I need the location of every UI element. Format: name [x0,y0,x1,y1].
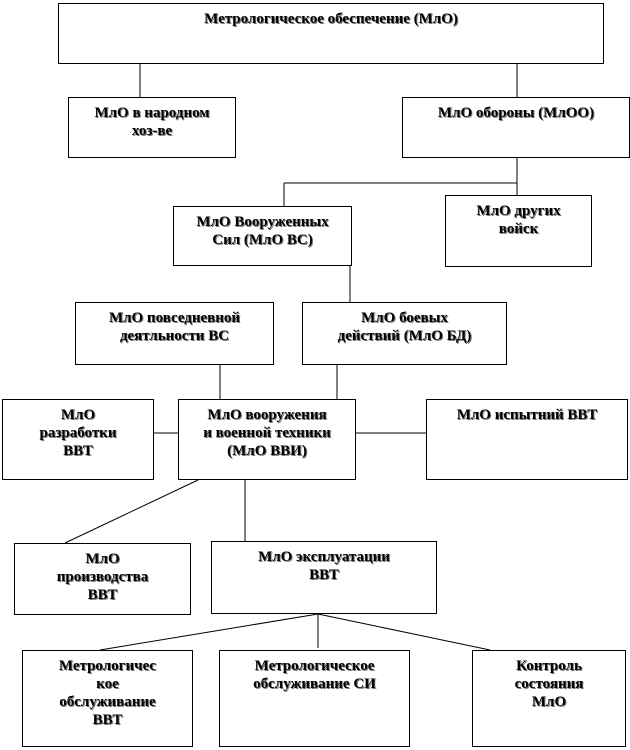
operation-box: МлО эксплуатации ВВТ [211,541,437,614]
production-label: МлО производства ВВТ [56,551,149,603]
armed-forces-box: МлО Вооруженных Сил (МлО ВС) [173,206,352,266]
national-economy-box: МлО в народном хоз-ве [68,97,236,158]
control-label: Контроль состояния МлО [514,658,584,710]
national-economy-label: МлО в народном хоз-ве [94,105,210,139]
combat-label: МлО боевых действий (МлО БД) [337,310,472,344]
testing-box: МлО испытний ВВТ [426,399,628,480]
root-box: Метрологическое обеспечение (МлО) [58,3,604,64]
other-troops-box: МлО других войск [445,195,592,267]
daily-activity-box: МлО повседневной деятльности ВС [75,302,274,365]
weapons-box: МлО вооружения и военной техники (МлО ВВ… [178,399,356,480]
service-si-label: Метрологическое обслуживание СИ [253,658,376,692]
combat-box: МлО боевых действий (МлО БД) [302,302,507,365]
defense-label: МлО обороны (МлОО) [437,105,595,121]
service-vvt-label: Метрологичес кое обслуживание ВВТ [58,658,157,728]
root-label: Метрологическое обеспечение (МлО) [204,11,458,27]
development-label: МлО разработки ВВТ [39,407,117,459]
operation-label: МлО эксплуатации ВВТ [258,549,390,583]
control-box: Контроль состояния МлО [472,650,626,747]
daily-activity-label: МлО повседневной деятльности ВС [108,310,241,344]
development-box: МлО разработки ВВТ [2,399,154,480]
weapons-label: МлО вооружения и военной техники (МлО ВВ… [203,407,331,459]
service-vvt-box: Метрологичес кое обслуживание ВВТ [22,650,193,747]
other-troops-label: МлО других войск [476,203,561,237]
testing-label: МлО испытний ВВТ [456,407,598,423]
service-si-box: Метрологическое обслуживание СИ [219,650,410,747]
armed-forces-label: МлО Вооруженных Сил (МлО ВС) [196,214,329,248]
production-box: МлО производства ВВТ [14,543,191,615]
defense-box: МлО обороны (МлОО) [402,97,630,158]
